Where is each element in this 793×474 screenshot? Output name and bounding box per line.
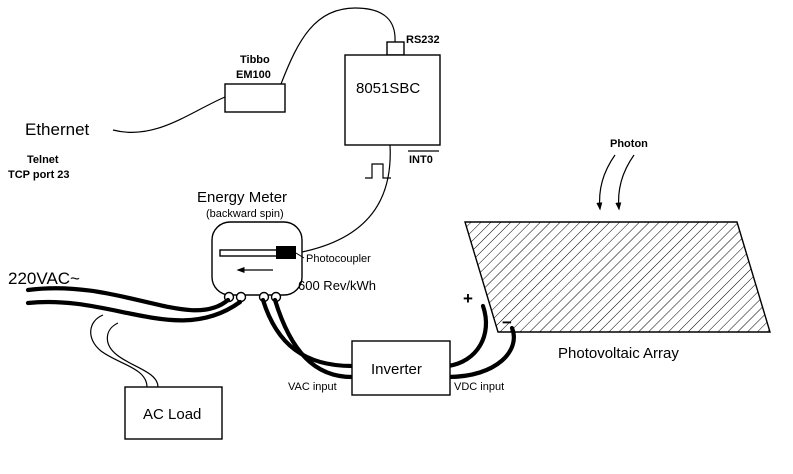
rs232-connector bbox=[386, 41, 405, 56]
inverter-to-pv-minus-wire bbox=[445, 325, 516, 380]
photon-label: Photon bbox=[610, 138, 648, 150]
pv-array-label: Photovoltaic Array bbox=[558, 345, 679, 362]
photon-arrow-icon bbox=[596, 154, 616, 211]
pulse-signal-icon bbox=[365, 163, 391, 179]
sbc-box bbox=[344, 54, 441, 146]
photocoupler-block bbox=[276, 246, 296, 259]
plus-terminal-label: + bbox=[463, 289, 473, 308]
energy-meter-subtitle: (backward spin) bbox=[206, 208, 284, 220]
meter-to-inverter-wire-1 bbox=[260, 297, 355, 369]
photon-arrow-icon bbox=[615, 154, 635, 211]
int0-label: INT0 bbox=[409, 154, 433, 166]
tibbo-label: Tibbo bbox=[240, 54, 270, 66]
tcp-port-label: TCP port 23 bbox=[8, 169, 70, 181]
ac-load-box bbox=[124, 386, 223, 440]
mains-wire-1 bbox=[25, 286, 231, 313]
rev-per-kwh-label: 600 Rev/kWh bbox=[298, 278, 376, 293]
acload-wire-1 bbox=[90, 314, 148, 388]
pv-array-panel bbox=[464, 221, 771, 333]
acload-wire-2 bbox=[106, 322, 159, 388]
inverter-to-pv-plus-wire bbox=[445, 303, 489, 369]
energy-meter-box bbox=[211, 221, 303, 296]
inverter-label: Inverter bbox=[371, 361, 422, 378]
inverter-box bbox=[351, 340, 451, 396]
photocoupler-pointer-line bbox=[295, 252, 305, 259]
rs232-label: RS232 bbox=[406, 34, 440, 46]
ethernet-wire bbox=[112, 96, 226, 134]
energy-meter-title: Energy Meter bbox=[197, 189, 287, 206]
mains-wire-2 bbox=[25, 299, 243, 323]
meter-disk bbox=[219, 249, 281, 257]
meter-terminal bbox=[235, 291, 247, 303]
vdc-input-label: VDC input bbox=[454, 381, 504, 393]
em100-label: EM100 bbox=[236, 69, 271, 81]
telnet-label: Telnet bbox=[27, 154, 59, 166]
em100-to-rs232-wire bbox=[280, 7, 396, 85]
int0-to-photocoupler-wire bbox=[301, 144, 391, 253]
vac-input-label: VAC input bbox=[288, 381, 337, 393]
photocoupler-label: Photocoupler bbox=[306, 253, 371, 265]
sbc-label: 8051SBC bbox=[356, 80, 420, 97]
em100-box bbox=[224, 83, 286, 113]
mains-label: 220VAC~ bbox=[8, 269, 80, 288]
meter-to-inverter-wire-2 bbox=[272, 297, 355, 380]
ethernet-label: Ethernet bbox=[25, 120, 90, 139]
ac-load-label: AC Load bbox=[143, 406, 201, 423]
